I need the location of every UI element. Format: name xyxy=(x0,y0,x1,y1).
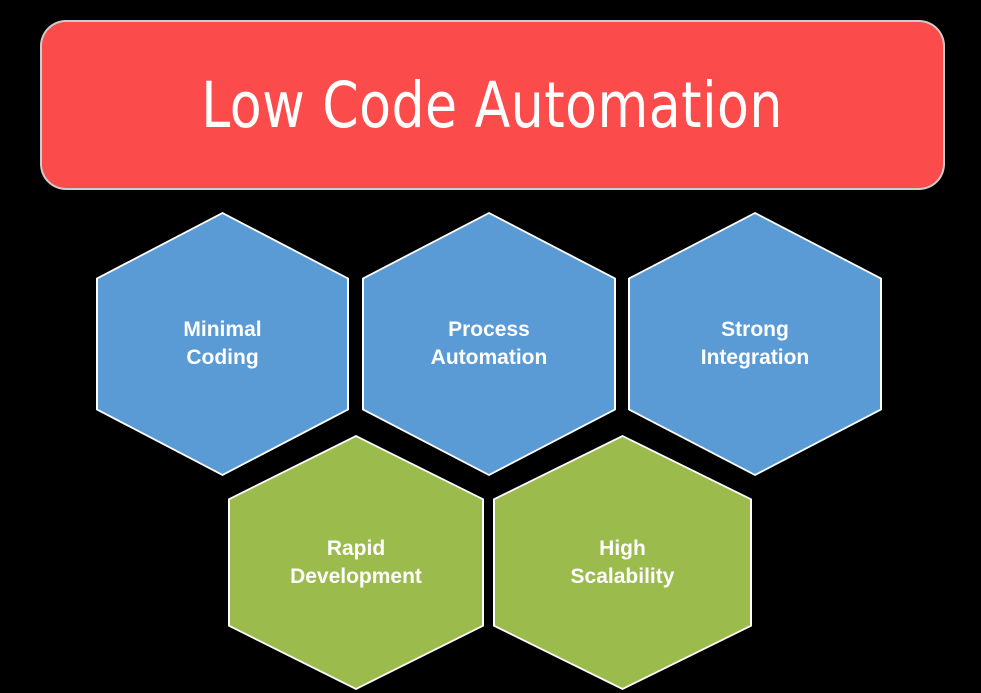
hexagon-label-high-scalability: High Scalability xyxy=(570,536,675,588)
hexagon-rapid-development[interactable]: Rapid Development xyxy=(230,437,482,688)
hexagon-label-rapid-development: Rapid Development xyxy=(290,536,422,588)
hexagon-label-strong-integration: Strong Integration xyxy=(700,318,810,369)
hexagon-process-automation[interactable]: Process Automation xyxy=(364,214,614,474)
hexagon-minimal-coding[interactable]: Minimal Coding xyxy=(98,214,347,474)
hexagon-label-process-automation: Process Automation xyxy=(430,318,548,369)
page-title: Low Code Automation xyxy=(201,68,784,142)
hexagon-label-minimal-coding: Minimal Coding xyxy=(183,318,262,369)
hexagon-strong-integration[interactable]: Strong Integration xyxy=(630,214,880,474)
hexagon-high-scalability[interactable]: High Scalability xyxy=(495,437,750,688)
title-banner: Low Code Automation xyxy=(42,22,943,188)
